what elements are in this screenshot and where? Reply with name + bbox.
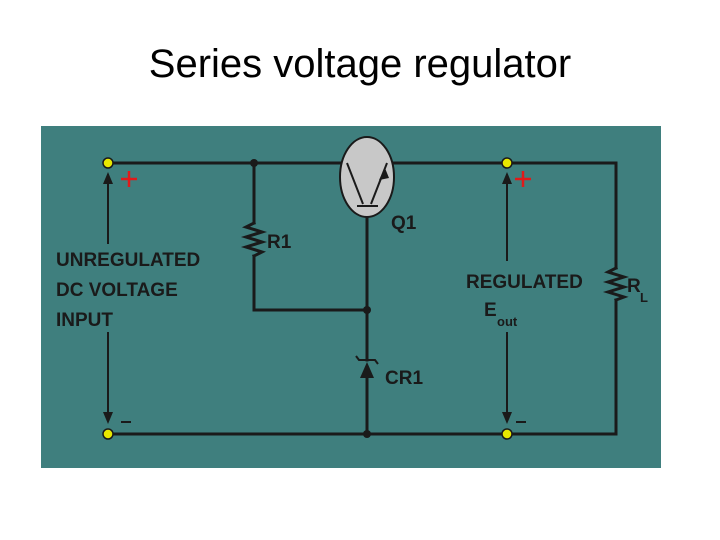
output-positive-terminal (501, 157, 513, 169)
input-arrow-head-top (103, 172, 113, 184)
q1-label: Q1 (391, 213, 417, 234)
cr1-label: CR1 (385, 368, 423, 389)
output-negative-terminal (501, 428, 513, 440)
slide-title: Series voltage regulator (148, 42, 572, 86)
output-arrow-head-bottom (502, 412, 512, 424)
output-arrow-head-top (502, 172, 512, 184)
input-negative-terminal (102, 428, 114, 440)
output-label-sub: out (497, 314, 518, 329)
zener-bar (355, 355, 379, 365)
input-label-line2: DC VOLTAGE (56, 280, 178, 301)
output-label-e: E (484, 300, 497, 321)
rl-resistor (602, 265, 630, 302)
input-plus-sign (121, 171, 137, 187)
rl-label: R (627, 276, 641, 297)
output-label-line1: REGULATED (466, 272, 583, 293)
r1-label: R1 (267, 232, 292, 253)
transistor-q1 (339, 136, 395, 218)
r1-resistor (240, 220, 268, 259)
rl-label-sub: L (640, 290, 648, 305)
junction-dot (250, 159, 258, 167)
zener-diode-cr1 (360, 362, 374, 378)
circuit-diagram: UNREGULATED DC VOLTAGE INPUT R1 Q1 CR1 R… (41, 126, 661, 468)
input-positive-terminal (102, 157, 114, 169)
q1-collector (346, 162, 364, 205)
junction-dot (363, 430, 371, 438)
q1-emitter-arrow (379, 168, 389, 180)
junction-dot (363, 306, 371, 314)
input-label-line1: UNREGULATED (56, 250, 200, 271)
input-label-line3: INPUT (56, 310, 113, 331)
output-plus-sign (515, 171, 531, 187)
input-arrow-head-bottom (103, 412, 113, 424)
